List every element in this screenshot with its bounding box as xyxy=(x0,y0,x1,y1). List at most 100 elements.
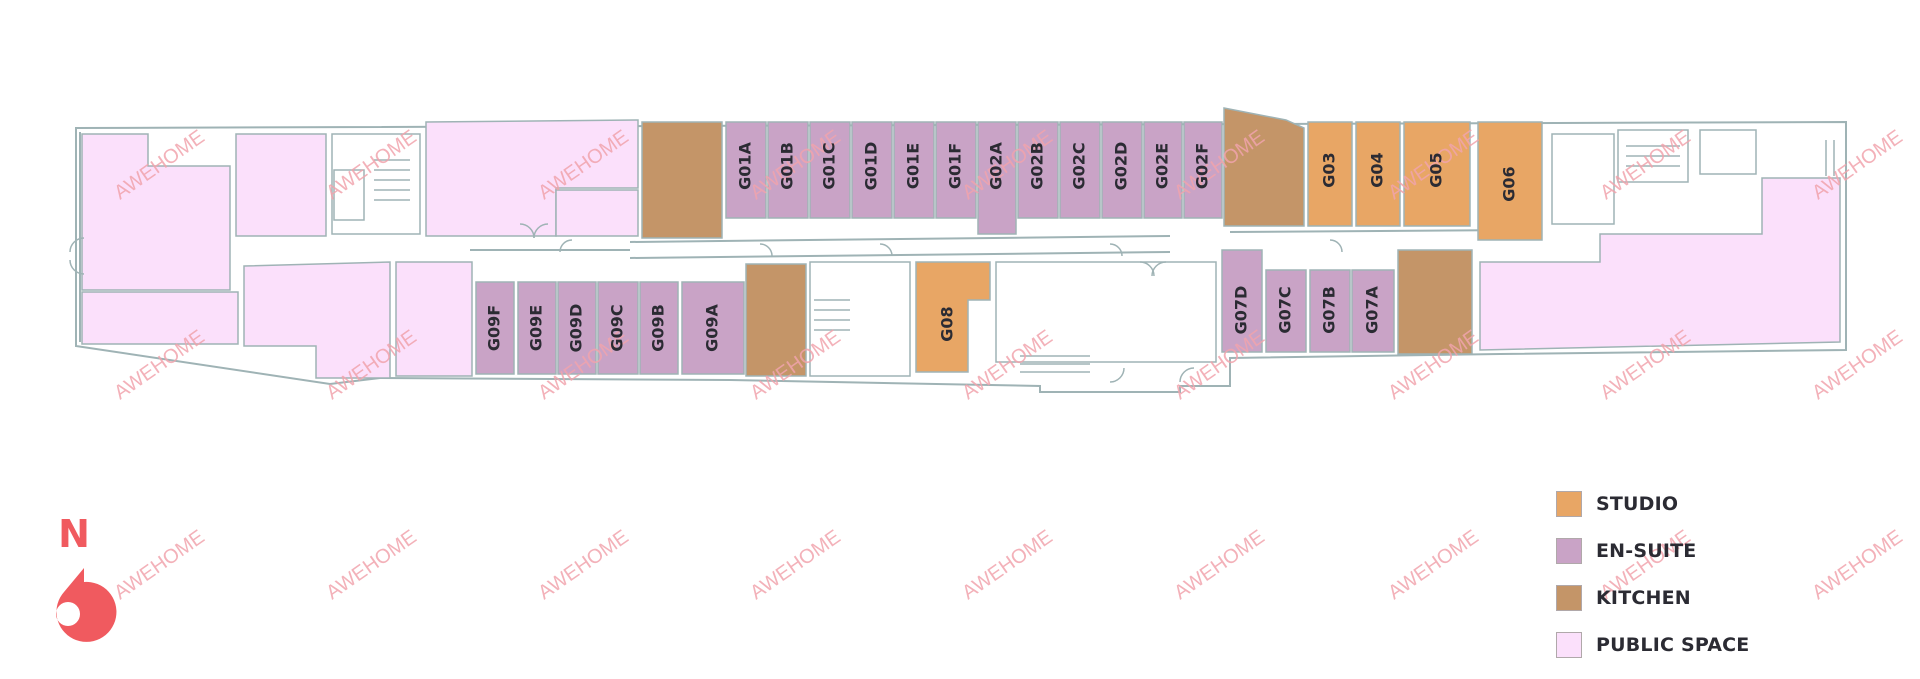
room-label-g09f: G09F xyxy=(485,305,504,351)
interior-walls xyxy=(69,129,1835,383)
room-g07b xyxy=(1309,269,1351,353)
kitchen-k2 xyxy=(1223,107,1305,227)
room-g08 xyxy=(915,261,991,373)
room-g06 xyxy=(1477,121,1543,241)
room-g07a xyxy=(1351,269,1395,353)
swatch-studio xyxy=(1556,490,1582,517)
legend-label-studio: STUDIO xyxy=(1596,492,1679,515)
room-label-g01e: G01E xyxy=(904,143,923,189)
public-space-areas xyxy=(81,119,1841,379)
room-g05 xyxy=(1403,121,1471,227)
public-room-e xyxy=(1479,177,1841,351)
room-label-g02b: G02B xyxy=(1028,142,1047,190)
legend-item-ensuite: EN-SUITE xyxy=(1556,527,1896,574)
legend-item-kitchen: KITCHEN xyxy=(1556,574,1896,621)
room-label-g07c: G07C xyxy=(1276,286,1295,333)
room-g09c xyxy=(597,281,639,375)
swatch-public-space xyxy=(1556,631,1582,658)
north-compass: N xyxy=(56,512,117,642)
watermark: AWEHOME xyxy=(1596,126,1694,204)
kitchen-k4 xyxy=(1397,249,1473,355)
public-room-nw xyxy=(81,133,231,291)
watermark: AWEHOME xyxy=(110,526,208,604)
room-g04 xyxy=(1355,121,1401,227)
public-room-nw-2 xyxy=(235,133,327,237)
room-label-g01a: G01A xyxy=(736,141,755,189)
room-g02a xyxy=(977,121,1017,235)
room-g01e xyxy=(893,121,935,219)
room-label-g09b: G09B xyxy=(649,304,668,352)
room-label-g01c: G01C xyxy=(820,142,839,189)
room-label-g01f: G01F xyxy=(946,143,965,189)
room-g02c xyxy=(1059,121,1101,219)
watermark: AWEHOME xyxy=(534,526,632,604)
room-g03 xyxy=(1307,121,1353,227)
room-g09d xyxy=(557,281,597,375)
watermark: AWEHOME xyxy=(958,526,1056,604)
north-label: N xyxy=(58,512,90,556)
kitchen-k3 xyxy=(745,263,807,377)
legend: STUDIO EN-SUITE KITCHEN PUBLIC SPACE xyxy=(1556,480,1896,668)
room-g09e xyxy=(517,281,557,375)
north-arrow-icon xyxy=(56,568,117,642)
watermark: AWEHOME xyxy=(746,526,844,604)
room-label-g02e: G02E xyxy=(1153,143,1172,189)
public-room-sw-2 xyxy=(243,261,391,379)
room-label-g01b: G01B xyxy=(778,142,797,190)
room-label-g02d: G02D xyxy=(1112,142,1131,191)
legend-item-public-space: PUBLIC SPACE xyxy=(1556,621,1896,668)
room-label-g04: G04 xyxy=(1368,152,1387,187)
legend-label-kitchen: KITCHEN xyxy=(1596,586,1691,609)
room-label-g01d: G01D xyxy=(862,142,881,191)
room-label-g03: G03 xyxy=(1320,152,1339,187)
room-label-g07b: G07B xyxy=(1320,286,1339,334)
public-room-sw xyxy=(81,291,239,345)
room-g01b xyxy=(767,121,809,219)
room-g02e xyxy=(1143,121,1183,219)
room-label-g09c: G09C xyxy=(608,304,627,351)
watermark: AWEHOME xyxy=(1384,526,1482,604)
swatch-ensuite xyxy=(1556,537,1582,564)
public-room-sw-3 xyxy=(395,261,473,377)
room-label-g09a: G09A xyxy=(703,303,722,351)
room-label-g07a: G07A xyxy=(1363,285,1382,333)
watermark: AWEHOME xyxy=(322,126,420,204)
ensuite-areas xyxy=(475,121,1395,375)
room-g01a xyxy=(725,121,767,219)
watermark: AWEHOME xyxy=(1808,126,1906,204)
room-g02d xyxy=(1101,121,1143,219)
room-label-g08: G08 xyxy=(938,306,957,341)
room-g07d xyxy=(1221,249,1263,353)
room-label-g02c: G02C xyxy=(1070,142,1089,189)
room-label-g06: G06 xyxy=(1500,166,1519,201)
room-label-g02f: G02F xyxy=(1193,143,1212,189)
room-label-g09e: G09E xyxy=(527,305,546,351)
studio-areas xyxy=(915,121,1543,373)
room-labels: G01A G01B G01C G01D G01E G01F G02A G02B … xyxy=(485,141,1519,352)
room-label-g07d: G07D xyxy=(1232,286,1251,335)
legend-label-ensuite: EN-SUITE xyxy=(1596,539,1697,562)
public-room-n-2 xyxy=(555,189,639,237)
room-g02f xyxy=(1183,121,1223,219)
watermark: AWEHOME xyxy=(1170,526,1268,604)
building-outline xyxy=(75,120,1847,393)
watermark: AWEHOME xyxy=(1170,326,1268,404)
room-g07c xyxy=(1265,269,1307,353)
room-g02b xyxy=(1017,121,1059,219)
swatch-kitchen xyxy=(1556,584,1582,611)
room-label-g09d: G09D xyxy=(567,304,586,353)
kitchen-k1 xyxy=(641,121,723,239)
room-g09f xyxy=(475,281,515,375)
public-room-n xyxy=(425,119,639,237)
room-g09a xyxy=(681,281,745,375)
kitchen-areas xyxy=(641,107,1473,377)
legend-item-studio: STUDIO xyxy=(1556,480,1896,527)
room-g09b xyxy=(639,281,679,375)
watermark: AWEHOME xyxy=(322,526,420,604)
room-label-g02a: G02A xyxy=(987,141,1006,189)
legend-label-public-space: PUBLIC SPACE xyxy=(1596,633,1750,656)
room-g01d xyxy=(851,121,893,219)
room-g01c xyxy=(809,121,851,219)
room-label-g05: G05 xyxy=(1427,152,1446,187)
